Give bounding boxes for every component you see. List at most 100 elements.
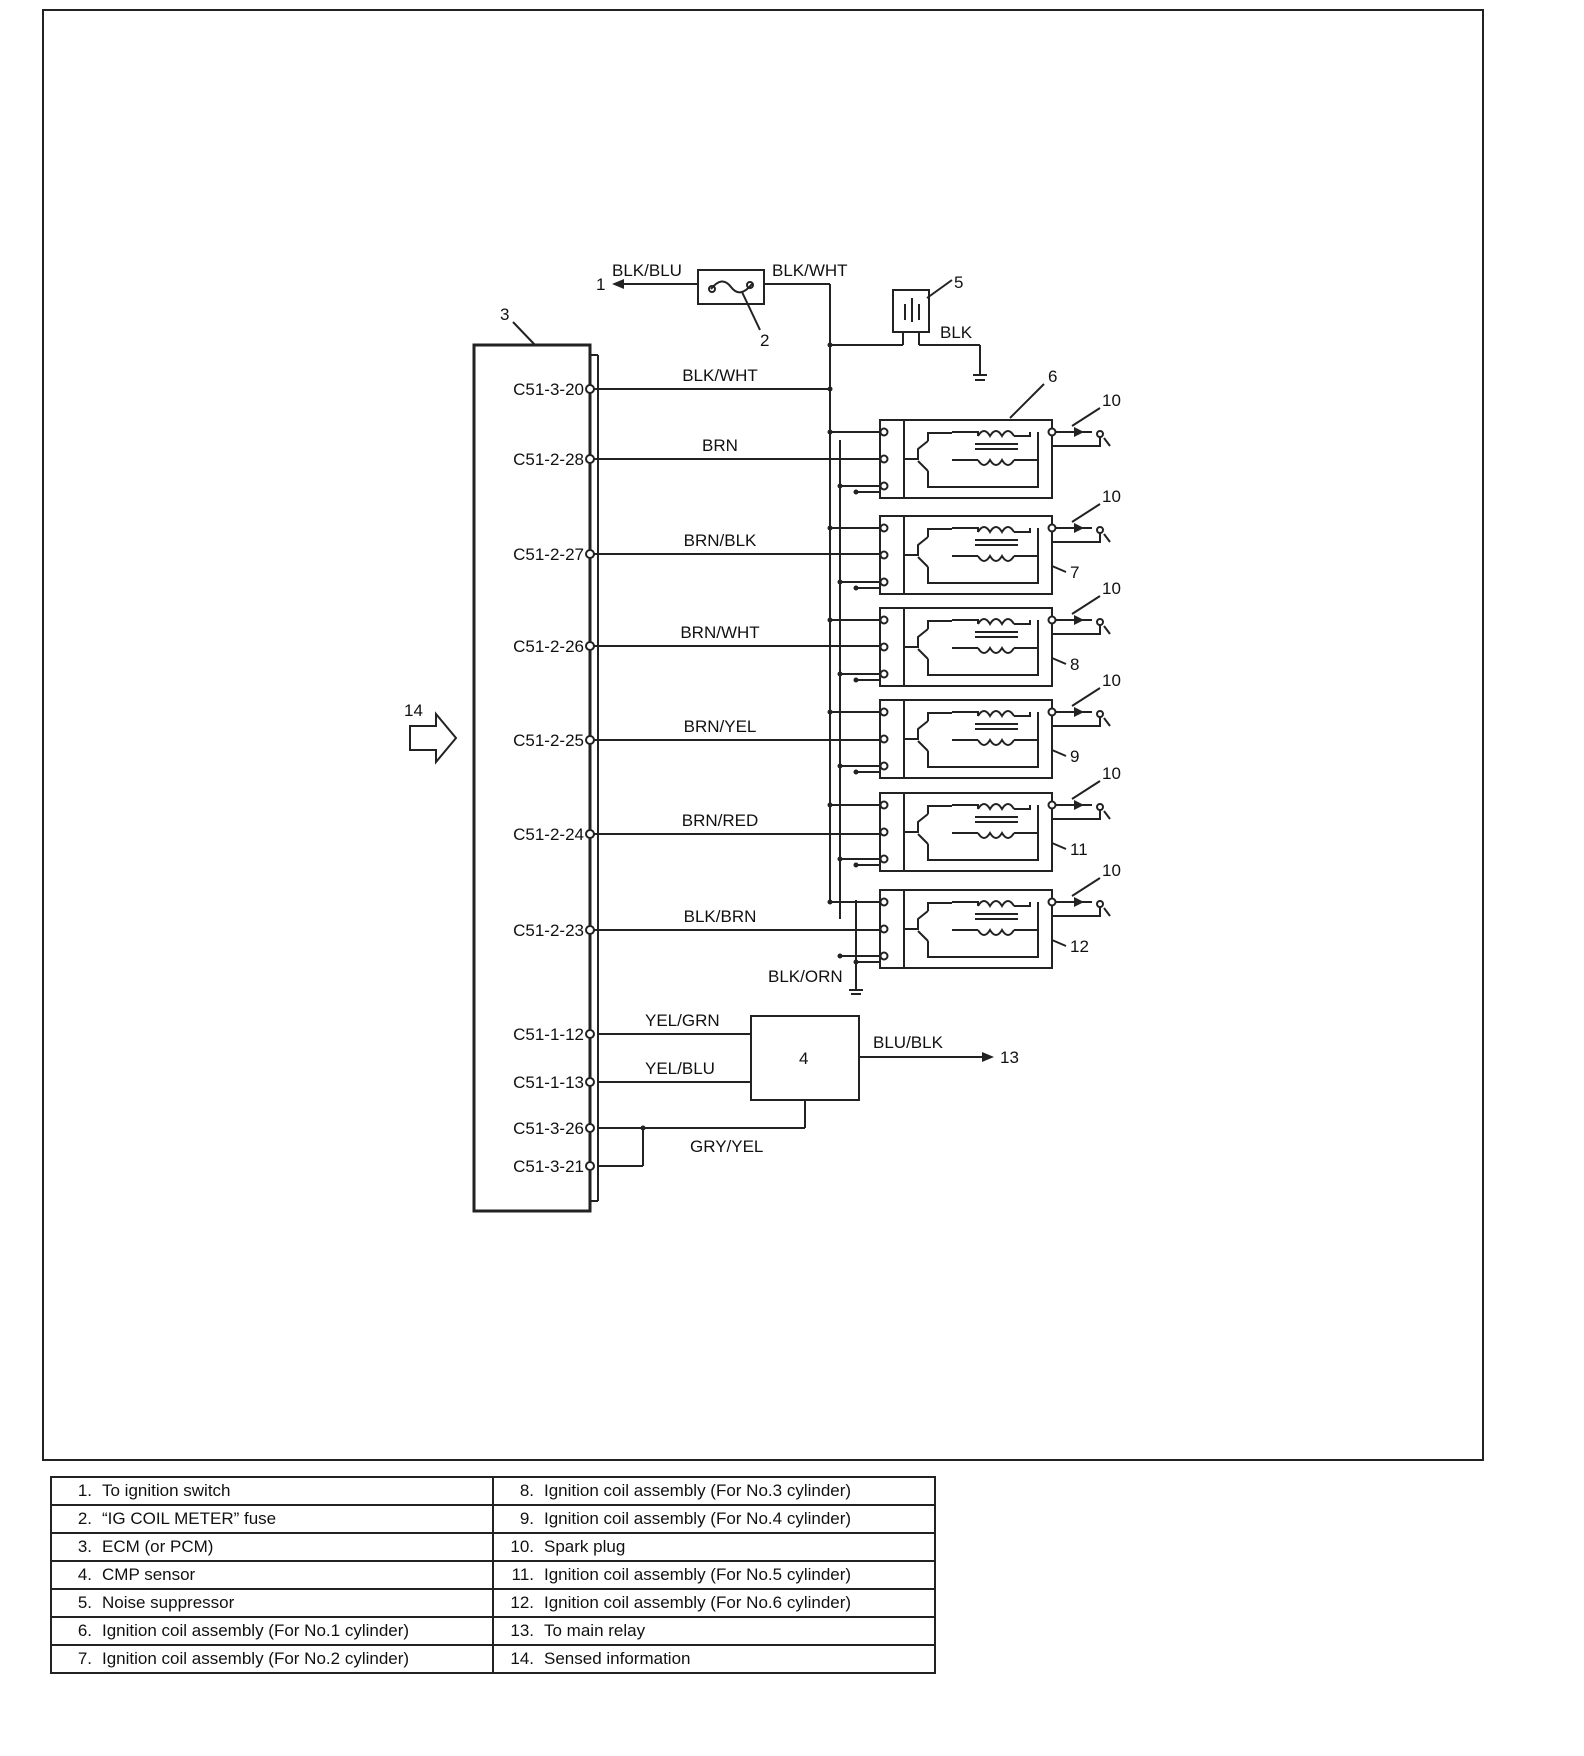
legend-text: Noise suppressor [102,1593,235,1612]
callout-assembly: 7 [1070,563,1079,582]
ecm-pin-label: C51-2-26 [513,637,584,656]
spark-plug [1096,430,1104,438]
ecm-pin-label: C51-2-25 [513,731,584,750]
legend-cell: 7.Ignition coil assembly (For No.2 cylin… [50,1644,494,1674]
callout-10: 10 [1102,579,1121,598]
ecm-pin-terminal [585,549,595,559]
ecm-pin-label: C51-3-26 [513,1119,584,1138]
wire-label-fuse-out: BLK/WHT [772,261,848,280]
legend-row: 2.“IG COIL METER” fuse 9. Ignition coil as… [50,1504,936,1534]
legend-text: Spark plug [544,1537,626,1556]
wire-label-cmp-out: BLU/BLK [873,1033,944,1052]
ecm-pin-label: C51-1-12 [513,1025,584,1044]
legend-number: 1. [77,1481,92,1500]
legend-cell: 8. Ignition coil assembly (For No.3 cylin… [492,1476,936,1506]
ecm-pin-label: C51-2-24 [513,825,584,844]
wire-label-coil-ground: BLK/ORN [768,967,843,986]
ecm-box [472,343,592,1213]
wire-label: BRN/WHT [680,623,759,642]
legend-number: 14. [510,1649,534,1668]
legend-text: Ignition coil assembly (For No.4 cylinde… [544,1509,852,1528]
legend-number: 3. [77,1537,92,1556]
ecm-pin-terminal [585,1029,595,1039]
legend-text: To main relay [544,1621,646,1640]
legend-row: 5. Noise suppressor 12.Ignition coil assem… [50,1588,936,1618]
spark-plug [1096,526,1104,534]
callout-4: 4 [799,1049,808,1068]
ignition-coil-assembly: 10 7 [827,487,1121,595]
legend-cell: 14. Sensed information [492,1644,936,1674]
ignition-coil-assembly: 10 6 [827,367,1121,499]
spark-plug [1096,900,1104,908]
ecm-pin-terminal [585,384,595,394]
legend-text: Ignition coil assembly (For No.5 cylinde… [544,1565,852,1584]
callout-13: 13 [1000,1048,1019,1067]
sensed-information-arrow [409,711,458,765]
ignition-coil-assembly: 10 9 [827,671,1121,779]
callout-10: 10 [1102,861,1121,880]
callout-10: 10 [1102,764,1121,783]
callout-2: 2 [760,331,769,350]
ecm-pin-terminal [585,1077,595,1087]
legend-number: 2. [77,1509,92,1528]
ecm-pin-terminal [585,925,595,935]
wire-label: BRN/BLK [684,531,757,550]
wire-label: BRN [702,436,738,455]
spark-plug [1096,803,1104,811]
legend-number: 9. [519,1509,534,1528]
legend-number: 5. [77,1593,92,1612]
wire-label: BRN/YEL [684,717,757,736]
ecm-pin-label: C51-2-28 [513,450,584,469]
legend-number: 8. [519,1481,534,1500]
legend-row: 7.Ignition coil assembly (For No.2 cylin… [50,1644,936,1674]
ignition-coil-assembly: 10 11 [827,764,1121,872]
wire-label-cmp-1: YEL/GRN [645,1011,720,1030]
callout-assembly: 9 [1070,747,1079,766]
callout-assembly: 11 [1070,840,1088,859]
ecm-pin-terminal [585,454,595,464]
wire-label-to-switch: BLK/BLU [612,261,682,280]
legend-number: 13. [510,1621,534,1640]
wire-label-cmp-gnd: GRY/YEL [690,1137,763,1156]
legend-cell: 12.Ignition coil assembly (For No.6 cyli… [492,1588,936,1618]
callout-10: 10 [1102,671,1121,690]
legend-cell: 9. Ignition coil assembly (For No.4 cylin… [492,1504,936,1534]
ecm-pin-label: C51-2-27 [513,545,584,564]
legend-cell: 2.“IG COIL METER” fuse [50,1504,494,1534]
noise-suppressor [892,289,930,333]
spark-plug [1096,710,1104,718]
callout-14: 14 [404,701,423,720]
callout-10: 10 [1102,391,1121,410]
legend-table: 1.To ignition switch 8. Ignition coil asse… [50,1476,936,1674]
legend-cell: 1.To ignition switch [50,1476,494,1506]
wire-label: BLK/WHT [682,366,758,385]
wire-label-suppressor-ground: BLK [940,323,973,342]
legend-text: Ignition coil assembly (For No.6 cylinde… [544,1593,852,1612]
legend-text: Ignition coil assembly (For No.2 cylinde… [102,1649,410,1668]
wire-label: BLK/BRN [684,907,757,926]
legend-cell: 11.Ignition coil assembly (For No.5 cyli… [492,1560,936,1590]
callout-5: 5 [954,273,963,292]
spark-plug [1096,618,1104,626]
legend-cell: 3. ECM (or PCM) [50,1532,494,1562]
legend-cell: 4.CMP sensor [50,1560,494,1590]
callout-1: 1 [596,275,605,294]
legend-text: ECM (or PCM) [102,1537,214,1556]
legend-text: Ignition coil assembly (For No.3 cylinde… [544,1481,852,1500]
diagram-frame [42,9,1484,1461]
legend-number: 10. [510,1537,534,1556]
legend-cell: 5. Noise suppressor [50,1588,494,1618]
ecm-pin-terminal [585,641,595,651]
legend-cell: 6.Ignition coil assembly (For No.1 cylin… [50,1616,494,1646]
ignition-wiring-diagram: C51-3-20BLK/WHTC51-2-28BRNC51-2-27BRN/BL… [42,9,1484,1461]
callout-assembly: 8 [1070,655,1079,674]
ecm-pin-terminal [585,735,595,745]
ecm-pin-terminal [585,1123,595,1133]
callout-6: 6 [1048,367,1057,386]
legend-text: Sensed information [544,1649,691,1668]
ecm-pin-label: C51-2-23 [513,921,584,940]
ecm-pin-label: C51-3-21 [513,1157,584,1176]
callout-3: 3 [500,305,509,324]
